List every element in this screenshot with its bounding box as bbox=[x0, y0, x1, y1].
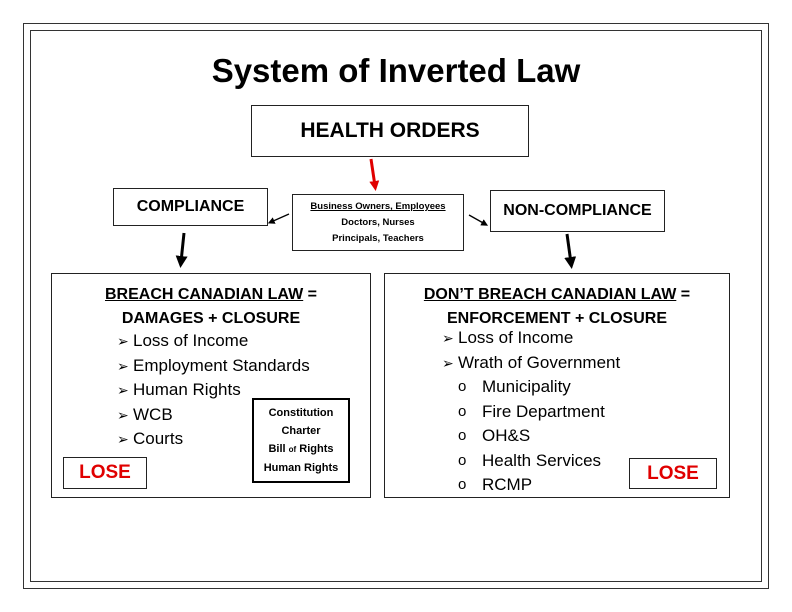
circle-bullet-icon: o bbox=[458, 476, 467, 493]
breach-law-heading-eq: = bbox=[303, 286, 317, 303]
outer-border bbox=[23, 23, 769, 589]
right-down-arrow bbox=[564, 233, 577, 269]
health-orders-box: HEALTH ORDERS bbox=[251, 105, 529, 157]
breach-law-box: BREACH CANADIAN LAW = DAMAGES + CLOSURE bbox=[51, 273, 371, 498]
inner-border bbox=[30, 30, 762, 582]
dont-breach-heading-eq: = bbox=[676, 286, 691, 303]
charter-line-3: Bill of Rights bbox=[268, 443, 334, 455]
affected-line-3: Principals, Teachers bbox=[332, 233, 424, 244]
circle-bullet-icon: o bbox=[458, 402, 467, 420]
arrow-bullet-icon: ➢ bbox=[117, 406, 129, 423]
lose-badge-right: LOSE bbox=[629, 458, 717, 489]
arrow-bullet-icon: ➢ bbox=[117, 382, 129, 398]
breach-law-heading-underlined: BREACH CANADIAN LAW bbox=[104, 286, 304, 303]
list-item: ➢WCB bbox=[117, 403, 310, 428]
affected-line-2: Doctors, Nurses bbox=[341, 217, 415, 228]
right-small-arrow bbox=[468, 214, 489, 226]
list-item: ➢Loss of Income bbox=[442, 326, 620, 351]
affected-line-1: Business Owners, Employees bbox=[310, 201, 446, 212]
compliance-box: COMPLIANCE bbox=[113, 188, 268, 226]
charter-box: Constitution Charter Bill of Rights Huma… bbox=[252, 398, 350, 483]
charter-line-2: Charter bbox=[281, 425, 321, 437]
arrow-bullet-icon: ➢ bbox=[117, 431, 129, 447]
breach-law-list: ➢Loss of Income ➢Employment Standards ➢H… bbox=[117, 329, 310, 452]
arrow-bullet-icon: ➢ bbox=[442, 330, 454, 346]
red-arrow bbox=[369, 158, 380, 191]
arrow-bullet-icon: ➢ bbox=[117, 357, 129, 374]
dont-breach-law-heading: DON’T BREACH CANADIAN LAW = ENFORCEMENT … bbox=[385, 283, 729, 331]
list-item: ➢Employment Standards bbox=[117, 354, 310, 379]
charter-line-4: Human Rights bbox=[263, 462, 339, 474]
dont-breach-law-box: DON’T BREACH CANADIAN LAW = ENFORCEMENT … bbox=[384, 273, 730, 498]
circle-bullet-icon: o bbox=[458, 451, 467, 469]
circle-bullet-icon: o bbox=[458, 378, 467, 395]
noncompliance-box: NON-COMPLIANCE bbox=[490, 190, 665, 232]
breach-law-heading: BREACH CANADIAN LAW = DAMAGES + CLOSURE bbox=[52, 283, 370, 331]
page-title: System of Inverted Law bbox=[211, 52, 581, 89]
arrow-bullet-icon: ➢ bbox=[117, 333, 129, 349]
dont-breach-heading-underlined: DON’T BREACH CANADIAN LAW bbox=[423, 286, 677, 303]
breach-law-heading-line2: DAMAGES + CLOSURE bbox=[121, 310, 301, 327]
charter-line-1: Constitution bbox=[268, 407, 334, 419]
lose-badge-left: LOSE bbox=[63, 457, 147, 489]
arrow-bullet-icon: ➢ bbox=[442, 354, 454, 371]
dont-breach-heading-line2: ENFORCEMENT + CLOSURE bbox=[446, 310, 667, 327]
list-item: ➢Wrath of Government bbox=[442, 351, 620, 376]
list-item: ➢Loss of Income bbox=[117, 329, 310, 354]
affected-groups-box: Business Owners, Employees Doctors, Nurs… bbox=[292, 194, 464, 251]
list-item: ➢Courts bbox=[117, 427, 310, 452]
left-small-arrow bbox=[267, 213, 290, 224]
left-down-arrow bbox=[175, 232, 188, 268]
circle-bullet-icon: o bbox=[458, 427, 467, 444]
list-item: ➢Human Rights bbox=[117, 378, 310, 403]
dont-breach-list: ➢Loss of Income ➢Wrath of Government bbox=[442, 326, 620, 375]
